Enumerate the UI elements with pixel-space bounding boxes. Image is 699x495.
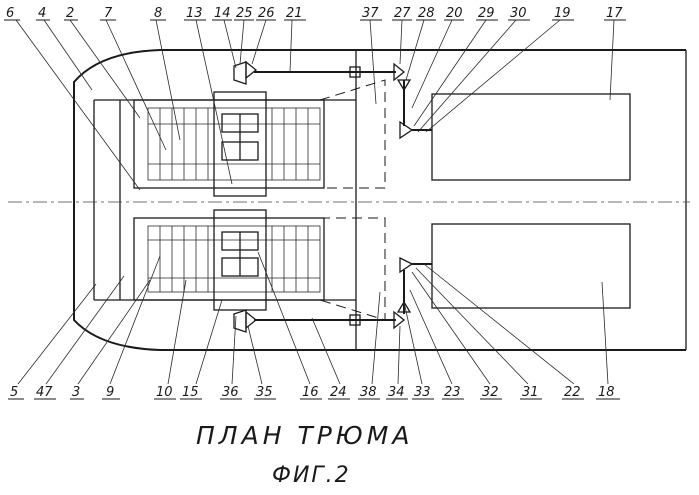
callout-8: 8: [154, 6, 162, 21]
callout-29: 29: [478, 6, 495, 21]
callout-4: 4: [38, 6, 46, 21]
callout-2: 2: [66, 6, 74, 21]
tank-17: [432, 94, 630, 180]
callout-23: 23: [444, 385, 461, 400]
callout-27: 27: [394, 6, 411, 21]
tank-18: [432, 224, 630, 308]
callout-32: 32: [482, 385, 499, 400]
callout-9: 9: [106, 385, 114, 400]
callout-28: 28: [418, 6, 435, 21]
bottom-callouts: 5 47 3 9 10 15 36 35 16 24 38 34 33 23 3…: [8, 385, 620, 400]
top-callouts: 6 4 2 7 8 13 14 25 26 21 37 27 28 20 29 …: [4, 6, 626, 21]
callout-20: 20: [446, 6, 463, 21]
callout-19: 19: [554, 6, 571, 21]
figure-number: ФИГ.2: [272, 463, 351, 488]
callout-16: 16: [302, 385, 319, 400]
callout-13: 13: [186, 6, 203, 21]
callout-17: 17: [606, 6, 623, 21]
callout-6: 6: [6, 6, 14, 21]
drawing-title: ПЛАН ТРЮМА: [196, 421, 413, 450]
callout-3: 3: [72, 385, 80, 400]
callout-36: 36: [222, 385, 239, 400]
callout-21: 21: [286, 6, 303, 21]
callout-30: 30: [510, 6, 527, 21]
lower-hold-compartment: [134, 210, 385, 320]
hull-outline: [74, 50, 686, 350]
bottom-leader-lines: [18, 252, 608, 384]
callout-38: 38: [360, 385, 377, 400]
callout-14: 14: [214, 6, 231, 21]
lower-drive-shaft: [234, 258, 432, 332]
callout-18: 18: [598, 385, 615, 400]
callout-5: 5: [10, 385, 18, 400]
top-leader-lines: [16, 20, 614, 190]
callout-22: 22: [564, 385, 581, 400]
callout-37: 37: [362, 6, 379, 21]
callout-31: 31: [522, 385, 539, 400]
callout-7: 7: [104, 6, 113, 21]
callout-24: 24: [330, 385, 347, 400]
callout-26: 26: [258, 6, 275, 21]
callout-35: 35: [256, 385, 273, 400]
callout-33: 33: [414, 385, 431, 400]
callout-15: 15: [182, 385, 199, 400]
callout-47: 47: [36, 385, 53, 400]
callout-10: 10: [156, 385, 173, 400]
callout-25: 25: [236, 6, 253, 21]
callout-34: 34: [388, 385, 405, 400]
